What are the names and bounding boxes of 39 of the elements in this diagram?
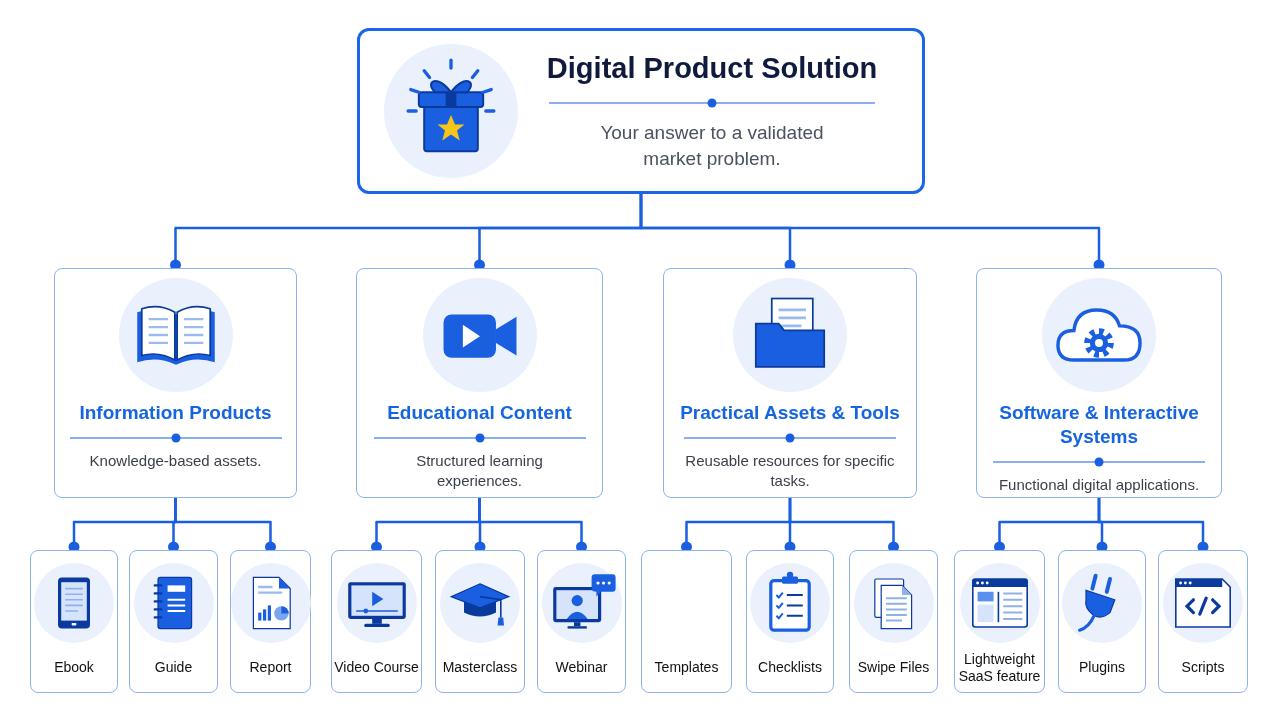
category-description: Structured learning experiences. — [415, 451, 544, 491]
item-card — [230, 550, 311, 693]
item-label: Checklists — [757, 659, 823, 676]
item-card — [537, 550, 626, 693]
category-title: Educational Content — [386, 401, 573, 425]
item-label: Report — [248, 659, 293, 676]
item-card — [331, 550, 422, 693]
item-card — [30, 550, 118, 693]
item-label: Masterclass — [441, 659, 519, 676]
main-title: Digital Product Solution — [546, 50, 878, 86]
item-card — [435, 550, 525, 693]
item-card — [746, 550, 834, 693]
item-label: Scripts — [1180, 659, 1226, 676]
category-description: Functional digital applications. — [997, 475, 1201, 495]
category-title: Software & Interactive Systems — [998, 401, 1200, 449]
main-subtitle: Your answer to a validated market problem. — [599, 121, 825, 172]
main-box — [357, 28, 925, 194]
item-label: Plugins — [1078, 659, 1126, 676]
category-title: Practical Assets & Tools — [679, 401, 901, 425]
item-label: Video Course — [333, 659, 420, 676]
category-card — [54, 268, 297, 498]
item-card — [954, 550, 1045, 693]
category-card — [976, 268, 1222, 498]
item-label: Lightweight SaaS feature — [957, 650, 1042, 685]
category-title: Information Products — [78, 401, 273, 425]
item-card — [129, 550, 218, 693]
item-label: Templates — [653, 659, 720, 676]
category-description: Knowledge-based assets. — [88, 451, 263, 471]
item-card — [641, 550, 732, 693]
category-card — [356, 268, 603, 498]
item-card — [849, 550, 938, 693]
item-label: Swipe Files — [856, 659, 931, 676]
item-label: Webinar — [554, 659, 609, 676]
item-card — [1058, 550, 1146, 693]
category-card — [663, 268, 917, 498]
category-description: Reusable resources for specific tasks. — [684, 451, 896, 491]
item-label: Guide — [153, 659, 194, 676]
item-card — [1158, 550, 1248, 693]
item-label: Ebook — [53, 659, 95, 676]
